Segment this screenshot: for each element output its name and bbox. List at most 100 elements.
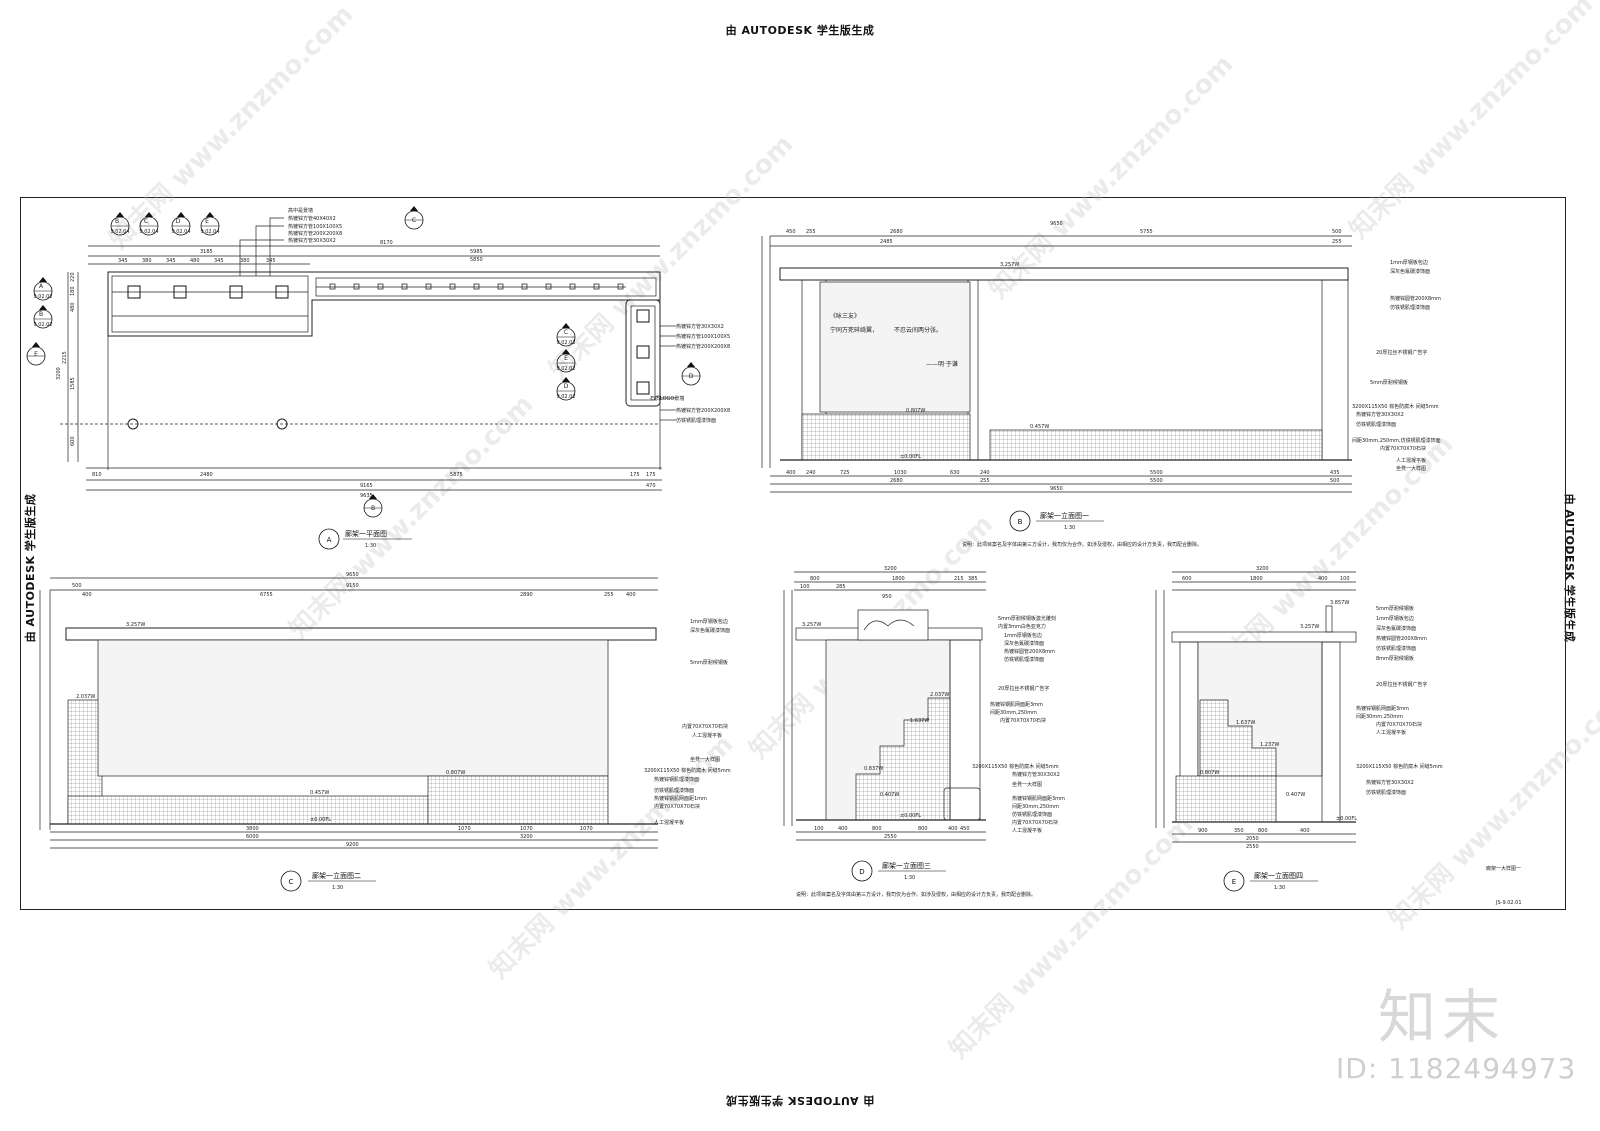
note: 热镀锌方管100X100X5 — [676, 333, 730, 340]
dim-text: 2485 — [880, 239, 893, 245]
watermark-text: 知末网 www.znzmo.com — [944, 809, 1199, 1064]
leader-line — [255, 225, 284, 276]
dim-text: 500 — [72, 583, 82, 589]
note: 石质LOGO景墙 — [650, 395, 684, 402]
note: 高中是景墙 — [288, 207, 313, 214]
callout-arrow — [39, 277, 47, 282]
small-post — [425, 283, 432, 290]
plan-view-a — [60, 217, 676, 491]
dim-text: 900 — [1198, 828, 1208, 834]
callout-letter: E — [564, 355, 568, 362]
view-marker-circle — [318, 528, 340, 550]
dim-text: 800 — [918, 826, 928, 832]
watermark-text: 知末网 www.znzmo.com — [284, 389, 539, 644]
dim-text: 810 — [92, 472, 102, 478]
note: 人工混凝平板 — [1012, 827, 1042, 834]
callout-letter: B — [371, 505, 375, 512]
note: 人工混凝平板 — [1396, 457, 1426, 464]
note: 内置70X70X70石块 — [682, 723, 728, 730]
level-mark: 2.037W — [930, 692, 949, 698]
note: 深灰色氟碳漆饰面 — [1390, 268, 1430, 275]
note: 20厚拉丝不锈钢广告字 — [1376, 681, 1427, 688]
elevation-d — [783, 571, 986, 841]
dim-text: 8170 — [380, 240, 393, 246]
callout-ref: 9.02.04 — [171, 229, 190, 235]
callout-arrow — [177, 212, 185, 217]
note: 热镀锌钢肌网面距3mm — [1356, 705, 1409, 712]
level-mark: 0.457W — [310, 790, 329, 796]
level-mark: 3.257W — [1300, 624, 1319, 630]
note: 热镀锌钢肌网面距3mm — [990, 701, 1043, 708]
logo-wall-inner — [630, 305, 656, 401]
dim-text: 220 — [70, 272, 76, 282]
callout-letter: C — [144, 218, 148, 225]
dim-text: 175 — [646, 472, 656, 478]
small-post — [521, 283, 528, 290]
view-title: 廊架一立面图一 — [1040, 511, 1089, 520]
view-marker-letter: B — [1018, 518, 1023, 526]
level-mark: ±0.00FL — [900, 454, 921, 460]
dim-text: 400 — [1300, 828, 1310, 834]
dim-text: 345 — [166, 258, 176, 264]
note: 坐凳一大样图 — [1012, 781, 1042, 788]
note: 间距30mm,250mm — [1356, 713, 1403, 720]
dim-text: 3200 — [884, 566, 897, 572]
elevation-e-text: 3200 1800 600 400 100 3.857W 3.257W 1.63… — [1182, 566, 1443, 892]
callout-letter: C — [564, 329, 568, 336]
view-scale: 1:30 — [1274, 885, 1285, 891]
dim-text: 380 — [142, 258, 152, 264]
callout-ref: 9.02.02 — [33, 294, 52, 300]
dim-text: 1070 — [520, 826, 533, 832]
note: 间距30mm,250mm — [1012, 803, 1059, 810]
feature-wall — [97, 639, 609, 777]
note: 仿铁锈肌理漆饰面 — [1376, 645, 1416, 652]
sheet-number: JS-9.02.01 — [1495, 900, 1522, 906]
level-mark: 2.037W — [76, 694, 95, 700]
note: 热镀锌圆管200X8mm — [1390, 295, 1441, 302]
dim-text: 600 — [70, 436, 76, 446]
note: 热镀锌方管30X30X2 — [1012, 771, 1060, 778]
dim-text: 9650 — [346, 572, 359, 578]
note: 坐凳一大样图 — [690, 756, 720, 763]
post — [636, 381, 650, 395]
elevation-d-text: 3200 1800 950 800 215 385 100 285 3.257W… — [796, 566, 1065, 898]
watermark-brand: 知末 — [1378, 983, 1507, 1051]
level-mark: ±0.00FL — [900, 813, 921, 819]
signpost — [1325, 605, 1333, 633]
dim-text: 380 — [240, 258, 250, 264]
note: 热镀锌方管200X200X8 — [676, 343, 730, 350]
bench-mesh — [801, 413, 971, 461]
note: 1mm厚钢板包边 — [690, 618, 728, 625]
bench-mesh — [989, 429, 1323, 461]
note: 热镀锌方管200X200X8 — [288, 230, 342, 237]
note: 1mm厚钢板包边 — [1390, 259, 1428, 266]
callout-arrow — [410, 206, 418, 211]
note: 20厚拉丝不锈钢广告字 — [998, 685, 1049, 692]
note: 内置70X70X70石块 — [1380, 445, 1426, 452]
leader-line — [269, 217, 284, 276]
dim-text: 630 — [950, 470, 960, 476]
dim-text: 5850 — [470, 257, 483, 263]
small-post — [569, 283, 576, 290]
view-marker-circle — [1223, 870, 1245, 892]
dim-text: 175 — [630, 472, 640, 478]
bench-mesh — [67, 795, 429, 825]
bench-mesh — [427, 775, 609, 825]
post — [636, 309, 650, 323]
note: 深灰色氟碳漆饰面 — [1376, 625, 1416, 632]
dim-text: 6755 — [260, 592, 273, 598]
dim-text: 3800 — [246, 826, 259, 832]
callout-arrow — [562, 323, 570, 328]
dim-text: 2890 — [520, 592, 533, 598]
note: 8mm厚耐候钢板 — [1376, 655, 1414, 662]
callout-arrow — [145, 212, 153, 217]
dim-text: 180 — [70, 286, 76, 296]
note: 5mm厚耐候钢板 — [690, 659, 728, 666]
watermark-text: 知末网 www.znzmo.com — [1344, 0, 1599, 245]
small-post — [593, 283, 600, 290]
dim-text: 9200 — [346, 842, 359, 848]
column — [1321, 641, 1341, 823]
dim-text: 240 — [980, 470, 990, 476]
note: 深灰色氟碳漆饰面 — [690, 627, 730, 634]
